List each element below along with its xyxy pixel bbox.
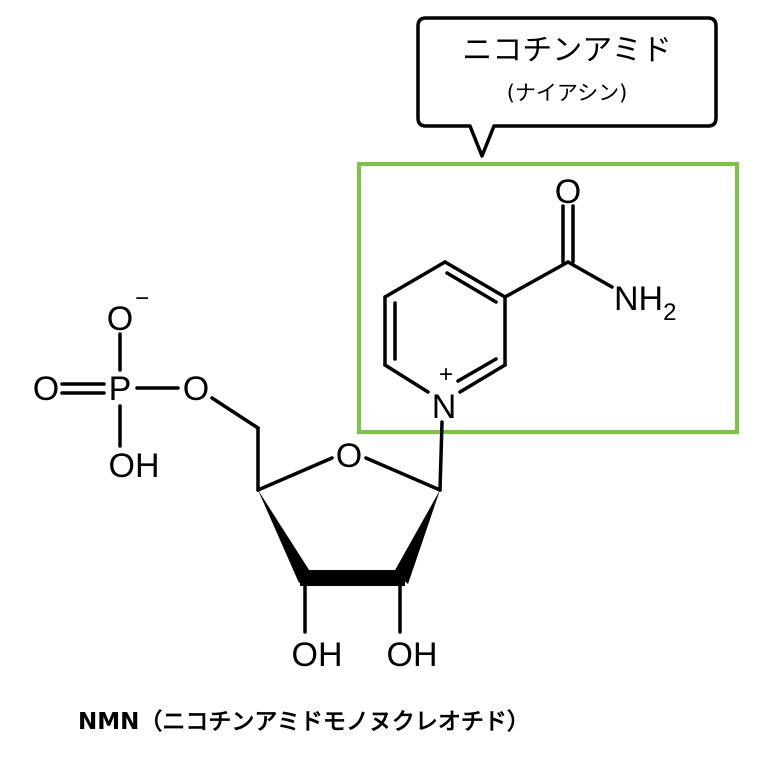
diagram-caption: NMN（ニコチンアミドモノヌクレオチド） [78,709,530,735]
nicotinamide-highlight-box [357,162,739,434]
atom-n-plus: N [432,388,457,426]
atom-oh-2: OH [387,636,438,674]
atom-nh2: NH2 [614,280,676,326]
nicotinamide-callout: ニコチンアミド (ナイアシン) [416,16,718,158]
wedge-bonds [258,490,440,586]
atom-o-ring: O [336,437,362,475]
charge-minus: − [135,285,149,312]
atom-o-double: O [33,370,59,408]
atom-o-minus: O [107,300,133,338]
callout-title: ニコチンアミド [462,33,671,68]
atom-oh-phosphate: OH [109,447,160,485]
atom-o-ester: O [183,370,209,408]
atom-p: P [109,370,132,408]
atom-labels: O − P O O OH O OH OH N + O NH2 [33,173,677,674]
callout-subtitle: (ナイアシン) [507,81,628,105]
atom-o-amide: O [555,173,581,211]
atom-oh-3: OH [292,636,343,674]
bonds [60,204,614,634]
charge-plus: + [439,361,453,388]
